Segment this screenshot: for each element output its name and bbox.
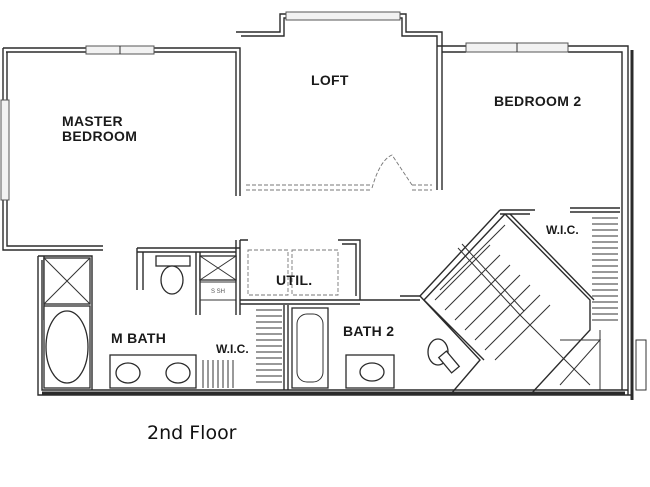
room-label-m-bath: M BATH [111,330,167,346]
room-label-wic-bedroom2: W.I.C. [546,223,579,237]
master-bedroom-line1: MASTER [62,113,123,129]
shelf-note: S SH [211,289,226,295]
room-label-wic-master: W.I.C. [216,342,249,356]
wic-master-shelves [202,305,289,390]
master-bath-walls [37,240,632,396]
room-label-master-bedroom: MASTER BEDROOM [62,114,137,144]
loft-walls [236,11,443,191]
util-walls [240,239,361,305]
wic-bedroom2-shelves [570,207,620,321]
floor-caption: 2nd Floor [147,422,237,444]
bath2-walls [291,299,461,389]
room-label-util: UTIL. [276,272,313,288]
right-closet [635,339,647,391]
room-label-loft: LOFT [311,72,349,88]
bedroom2-walls [437,42,634,400]
room-label-bedroom2: BEDROOM 2 [494,93,582,109]
staircase [400,209,602,396]
room-label-bath2: BATH 2 [343,323,395,339]
floor-plan-drawing [0,11,647,400]
master-bedroom-line2: BEDROOM [62,128,138,144]
master-bedroom-walls [0,45,241,251]
